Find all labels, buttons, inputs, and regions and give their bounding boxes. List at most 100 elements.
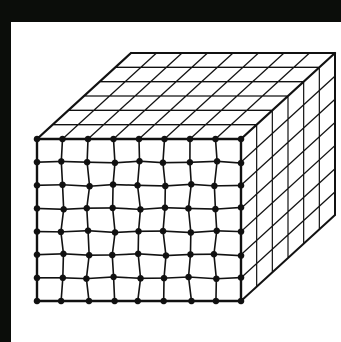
front-face-line [164, 256, 166, 279]
mesh-node [238, 252, 245, 259]
mesh-node [134, 298, 141, 305]
mesh-node [188, 229, 195, 236]
front-face-line [61, 232, 64, 254]
front-face-line [37, 161, 61, 162]
front-face-line [189, 254, 191, 277]
mesh-node [211, 251, 218, 258]
front-face-line [138, 254, 166, 256]
front-face-line [63, 254, 64, 278]
mesh-node [34, 159, 41, 166]
front-face-line [115, 231, 138, 232]
mesh-node [238, 136, 245, 143]
front-face-line [214, 161, 217, 186]
mesh-node [238, 204, 245, 211]
front-face-line [139, 139, 140, 161]
mesh-node [137, 206, 144, 213]
mesh-node [185, 274, 192, 281]
mesh-node [213, 275, 220, 282]
mesh-node [86, 183, 93, 190]
mesh-node [110, 136, 117, 143]
mesh-node [160, 228, 167, 235]
front-face-line [188, 208, 190, 232]
front-face-line [115, 161, 140, 163]
mesh-node [137, 275, 144, 282]
mesh-node [34, 251, 41, 258]
mesh-node [58, 158, 65, 165]
front-face-line [165, 184, 191, 186]
mesh-node [58, 298, 65, 305]
front-face-line [112, 254, 138, 255]
mesh-node [160, 298, 167, 305]
front-face-line [138, 161, 140, 185]
mesh-node [134, 182, 141, 189]
front-face-line [189, 277, 217, 279]
front-face-line [163, 231, 166, 256]
front-face-line [88, 231, 89, 256]
front-face-line [163, 139, 165, 163]
mesh-node [111, 298, 118, 305]
front-face-line [37, 254, 63, 255]
front-face-line [114, 277, 141, 278]
mesh-node [160, 159, 167, 166]
front-face-line [61, 209, 64, 232]
mesh-node [59, 136, 66, 143]
front-face-line [86, 279, 89, 301]
front-face-line [140, 208, 165, 210]
front-face-line [214, 254, 216, 279]
front-face-line [216, 278, 241, 279]
front-face-line [86, 255, 89, 278]
front-face-line [165, 208, 188, 209]
mesh-node [188, 181, 195, 188]
front-face-line [61, 278, 63, 301]
front-face-line [217, 231, 241, 232]
front-face-line [86, 277, 113, 279]
mesh-node [34, 298, 41, 305]
front-face-line [191, 184, 214, 186]
front-face-line [214, 231, 217, 254]
mesh-node [161, 275, 168, 282]
mesh-node [110, 181, 117, 188]
mesh-node [238, 298, 245, 305]
front-face-line [163, 231, 191, 232]
front-face-line [87, 186, 90, 208]
mesh-node [34, 228, 41, 235]
front-face-line [138, 185, 141, 209]
mesh-node [163, 252, 170, 259]
mesh-node [83, 275, 90, 282]
mesh-node [238, 274, 245, 281]
mesh-node [214, 158, 221, 165]
mesh-node [187, 159, 194, 166]
front-face-line [190, 162, 191, 184]
front-face-line [87, 208, 88, 231]
mesh-node [162, 183, 169, 190]
mesh-node [213, 298, 220, 305]
front-face-line [63, 254, 89, 255]
mesh-node [212, 136, 219, 143]
front-face-line [63, 185, 64, 210]
mesh-node [34, 275, 41, 282]
mesh-node [162, 204, 169, 211]
mesh-node [83, 205, 90, 212]
mesh-node [34, 182, 41, 189]
mesh-node [211, 183, 218, 190]
mesh-node [86, 252, 93, 259]
mesh-node [238, 228, 245, 235]
front-face-line [188, 208, 215, 209]
front-face-line [63, 278, 87, 279]
mesh-node [136, 136, 143, 143]
front-face-line [139, 209, 141, 231]
front-face-line [163, 163, 165, 186]
mesh-node [59, 181, 66, 188]
mesh-node [187, 136, 194, 143]
mesh-node [86, 298, 93, 305]
mesh-node [112, 160, 119, 167]
mesh-node [135, 228, 142, 235]
mesh-node [238, 182, 245, 189]
mesh-node [60, 250, 67, 257]
figure-panel [11, 22, 341, 342]
front-face-line [138, 278, 141, 301]
front-face-line [140, 161, 163, 163]
mesh-node [109, 252, 116, 259]
mesh-node [109, 205, 116, 212]
